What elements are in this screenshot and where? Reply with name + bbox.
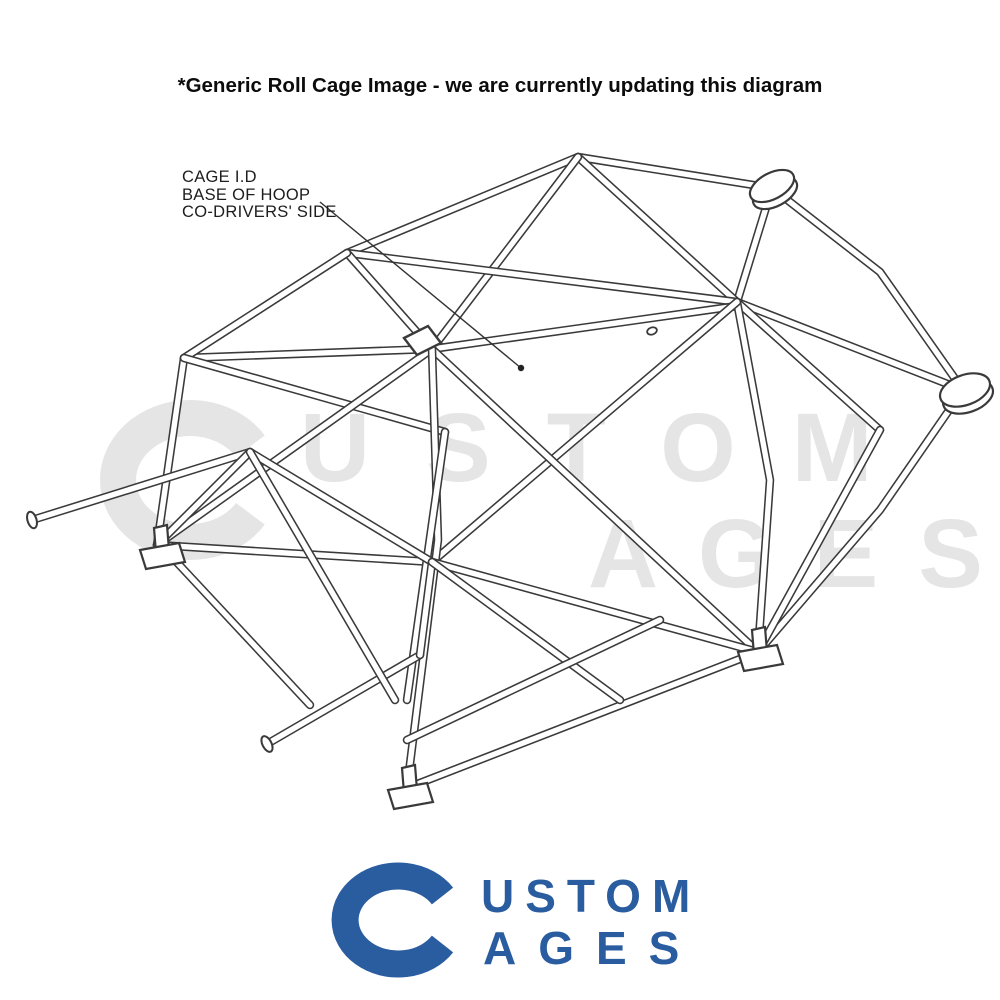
- mounting-foot: [138, 541, 187, 571]
- cage-id-sleeve: [402, 324, 443, 357]
- mounting-pad: [748, 168, 796, 204]
- mounting-pad: [938, 372, 992, 408]
- mounting-foot: [736, 643, 785, 673]
- tube-end-cap: [260, 735, 274, 753]
- page-title: *Generic Roll Cage Image - we are curren…: [177, 74, 823, 97]
- annotation-leader-line: [319, 201, 522, 369]
- annotation-line-2: BASE OF HOOP: [182, 185, 311, 204]
- mounting-foot: [386, 781, 435, 811]
- annotation-line-3: CO-DRIVERS' SIDE: [182, 203, 337, 221]
- annotation-label: CAGE I.D BASE OF HOOP CO-DRIVERS' SIDE: [182, 168, 337, 222]
- annotation-line-1: CAGE I.D: [182, 168, 257, 186]
- watermark-c-logo-mark: [100, 400, 265, 560]
- annotation-dot: [517, 364, 525, 372]
- gusset-hole: [646, 326, 658, 336]
- watermark-text-row1: USTOM: [300, 393, 929, 502]
- tube-end-cap: [26, 510, 38, 530]
